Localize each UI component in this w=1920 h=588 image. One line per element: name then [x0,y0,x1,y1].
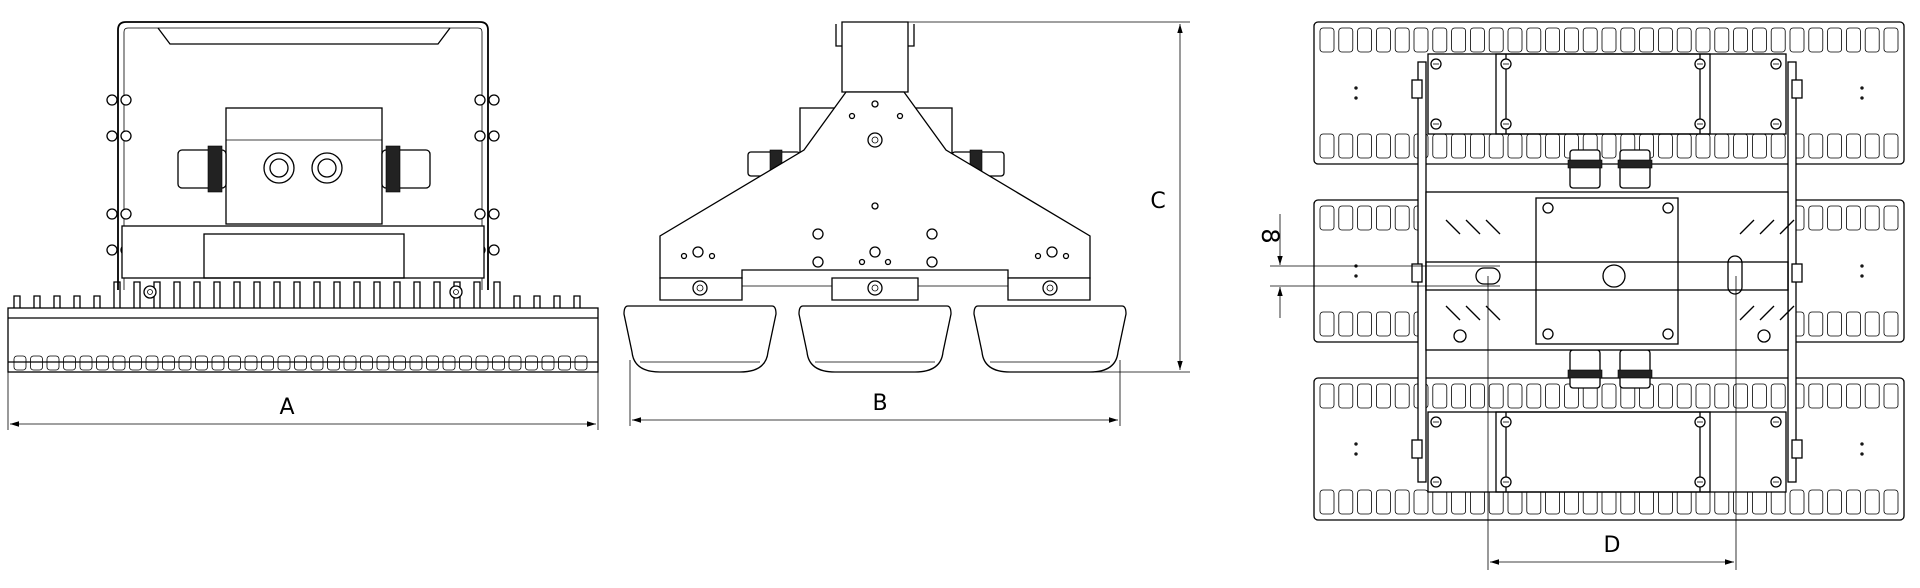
top-view: D 8 [1256,21,1905,570]
dimension-a-label: A [279,395,294,420]
dimension-d-label: D [1604,533,1621,558]
side-view: B C [623,21,1190,426]
front-view: A [7,21,599,430]
dimension-c-label: C [1150,189,1165,214]
dimension-thickness-label: 8 [1256,228,1284,243]
dimension-b-label: B [872,391,887,416]
